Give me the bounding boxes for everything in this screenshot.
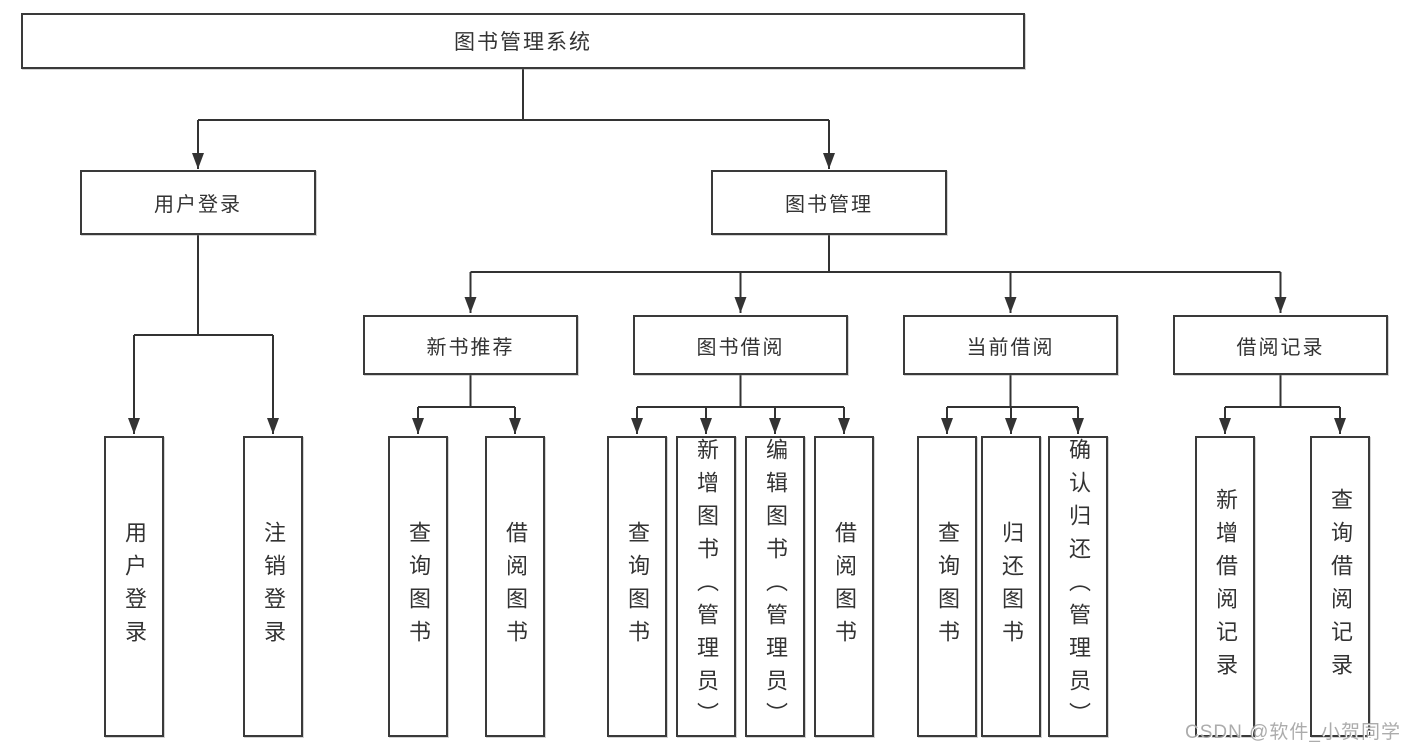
node-new-book-recommendation: 新书推荐 — [363, 315, 578, 375]
leaf-confirm-return-admin: 确认归还（管理员） — [1048, 436, 1108, 737]
leaf-return-book: 归还图书 — [981, 436, 1041, 737]
leaf-add-book-admin: 新增图书（管理员） — [676, 436, 736, 737]
watermark: CSDN @软件_小贺同学 — [1185, 722, 1401, 743]
node-borrowing-records: 借阅记录 — [1173, 315, 1388, 375]
node-book-borrowing: 图书借阅 — [633, 315, 848, 375]
leaf-logout: 注销登录 — [243, 436, 303, 737]
leaf-edit-book-admin: 编辑图书（管理员） — [745, 436, 805, 737]
leaf-query-books-borrow: 查询图书 — [607, 436, 667, 737]
leaf-borrow-books: 借阅图书 — [814, 436, 874, 737]
leaf-query-books-current: 查询图书 — [917, 436, 977, 737]
node-current-borrowing: 当前借阅 — [903, 315, 1118, 375]
leaf-user-login: 用户登录 — [104, 436, 164, 737]
node-user-login: 用户登录 — [80, 170, 316, 235]
leaf-query-books-recommend: 查询图书 — [388, 436, 448, 737]
leaf-query-borrow-record: 查询借阅记录 — [1310, 436, 1370, 737]
node-book-management: 图书管理 — [711, 170, 947, 235]
leaf-add-borrow-record: 新增借阅记录 — [1195, 436, 1255, 737]
leaf-borrow-books-recommend: 借阅图书 — [485, 436, 545, 737]
node-library-management-system: 图书管理系统 — [21, 13, 1025, 69]
